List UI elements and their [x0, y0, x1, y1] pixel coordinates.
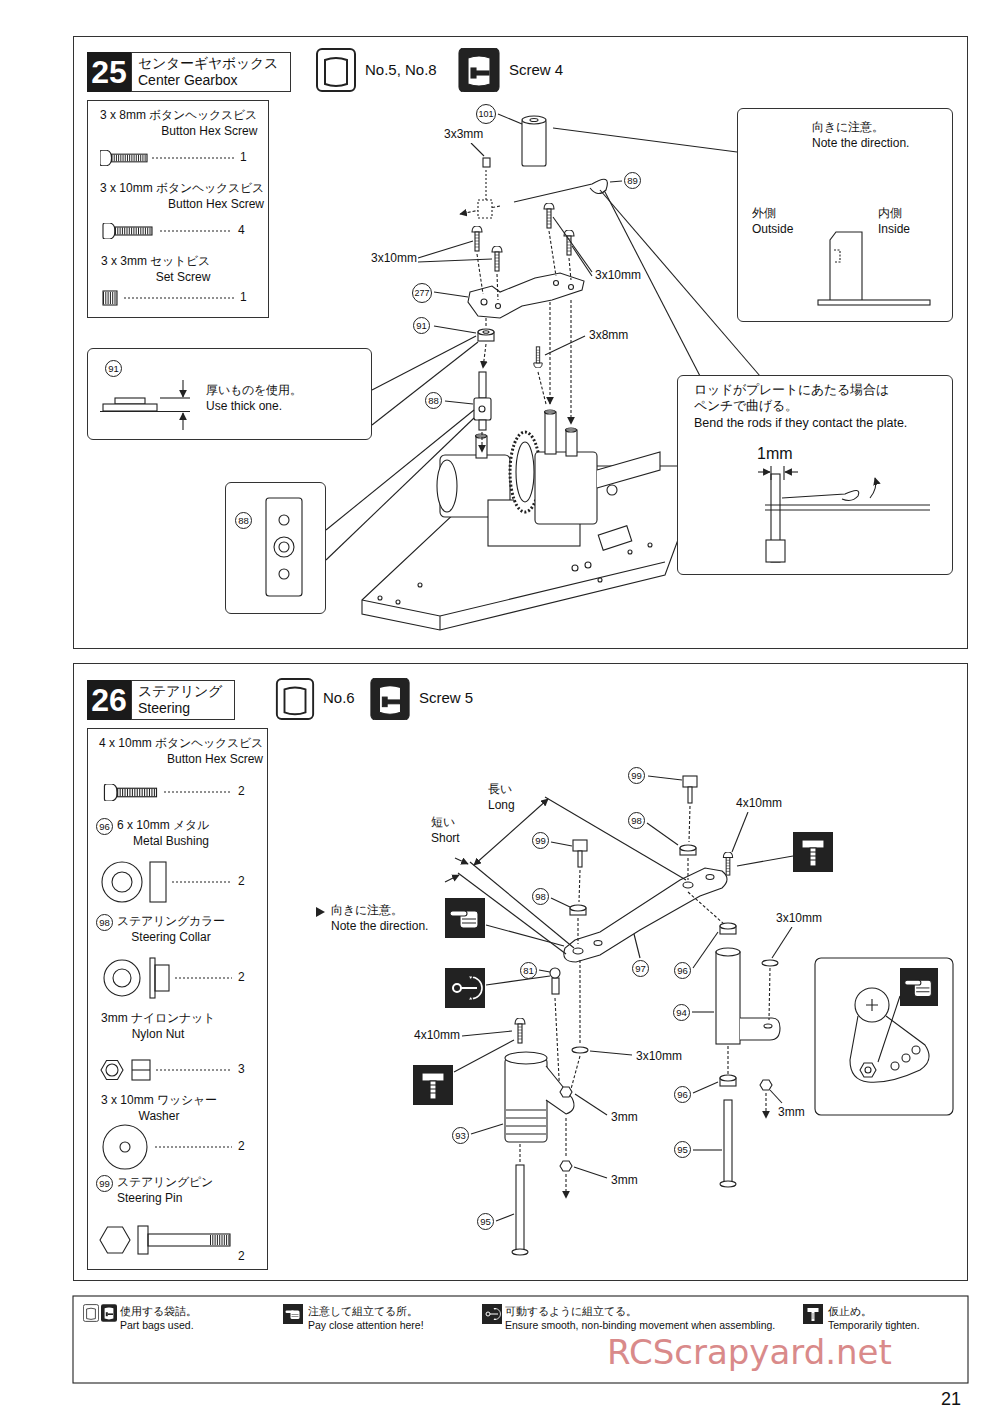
callout-number: 88: [235, 512, 252, 529]
callout-number: 96: [674, 962, 691, 979]
callout-number: 98: [96, 914, 113, 931]
legend-text: 可動するように組立てる。 Ensure smooth, non-binding …: [505, 1304, 775, 1332]
callout-number: 93: [452, 1127, 469, 1144]
note-box: ロッドがプレートにあたる場合は ペンチで曲げる。 Bend the rods i…: [677, 375, 953, 575]
step-number: 26: [87, 680, 131, 720]
quantity: 2: [238, 874, 245, 890]
callout-number: 98: [628, 812, 645, 829]
dimension: 3x10mm: [370, 251, 418, 267]
bag-number: No.5, No.8: [364, 60, 438, 80]
step-title: センターギヤボックス Center Gearbox: [131, 52, 291, 92]
callout-number: 99: [96, 1175, 113, 1192]
part-spec: 3mm ナイロンナット Nylon Nut: [101, 1011, 215, 1042]
bag-number: Screw 4: [508, 60, 564, 80]
callout-number: 96: [674, 1086, 691, 1103]
part-spec: 6 x 10mm メタル Metal Bushing: [117, 818, 209, 849]
side-label: 内側 Inside: [878, 206, 910, 237]
note-box: 向きに注意。 Note the direction. 外側 Outside 内側 I…: [737, 108, 953, 322]
note-box: 91 厚いものを使用。 Use thick one.: [87, 348, 372, 440]
callout-number: 81: [520, 962, 537, 979]
dimension: 3x3mm: [443, 127, 484, 143]
quantity: 2: [238, 1249, 245, 1265]
step-number: 25: [87, 52, 131, 92]
side-label: 外側 Outside: [752, 206, 793, 237]
callout-number: 91: [413, 317, 430, 334]
step-panel: 3 x 8mm ボタンヘックスビス Button Hex Screw 1 3 x 1…: [73, 36, 968, 649]
detail-box: 88: [225, 482, 326, 614]
part-spec: 3 x 8mm ボタンヘックスビス Button Hex Screw: [100, 108, 257, 139]
dimension: 3x10mm: [635, 1049, 683, 1065]
dimension: 4x10mm: [735, 796, 783, 812]
part-spec: 4 x 10mm ボタンヘックスビス Button Hex Screw: [99, 736, 263, 767]
parts-list-box: 4 x 10mm ボタンヘックスビス Button Hex Screw 2 966 …: [87, 728, 268, 1270]
note-text: ロッドがプレートにあたる場合は ペンチで曲げる。 Bend the rods i…: [694, 382, 907, 431]
dimension: 3mm: [777, 1105, 806, 1121]
part-spec: 3 x 3mm セットビス Set Screw: [101, 254, 210, 285]
quantity: 4: [238, 223, 245, 239]
callout-number: 99: [532, 832, 549, 849]
dimension: 3mm: [610, 1110, 639, 1126]
legend-item: 使用する袋詰。 Part bags used.: [120, 1304, 197, 1332]
dimension: 1mm: [757, 444, 793, 465]
quantity: 1: [240, 150, 247, 166]
part-spec: ステアリングカラー Steering Collar: [117, 914, 225, 945]
callout-number: 95: [477, 1213, 494, 1230]
legend-item: 仮止め。 Temporarily tighten.: [828, 1304, 920, 1332]
callout-number: 94: [673, 1004, 690, 1021]
callout-number: 98: [532, 888, 549, 905]
part-spec: 3 x 10mm ボタンヘックスビス Button Hex Screw: [100, 181, 264, 212]
dimension: 3mm: [610, 1173, 639, 1189]
bag-number: Screw 5: [418, 688, 474, 708]
callout-number: 99: [628, 767, 645, 784]
callout-number: 89: [624, 172, 641, 189]
legend-item: 可動するように組立てる。 Ensure smooth, non-binding …: [505, 1304, 775, 1332]
parts-list-box: 3 x 8mm ボタンヘックスビス Button Hex Screw 1 3 x 1…: [87, 100, 269, 318]
note-text: 厚いものを使用。 Use thick one.: [206, 383, 302, 414]
callout-number: 95: [674, 1141, 691, 1158]
quantity: 2: [238, 970, 245, 986]
callout-number: 101: [476, 104, 496, 124]
quantity: 1: [240, 290, 247, 306]
step-title: ステアリング Steering: [131, 680, 235, 720]
dimension: 4x10mm: [413, 1028, 461, 1044]
callout-number: 91: [105, 360, 122, 377]
quantity: 2: [238, 1139, 245, 1155]
dimension: 3x10mm: [775, 911, 823, 927]
callout-number: 96: [96, 818, 113, 835]
note-text: 向きに注意。 Note the direction.: [812, 120, 909, 151]
bag-number: No.6: [322, 688, 356, 708]
dimension: 長い Long: [487, 782, 516, 813]
dimension: 3x8mm: [588, 328, 629, 344]
watermark: RCScrapyard.net: [607, 1334, 892, 1371]
legend-text: 注意して組立てる所。 Pay close attention here!: [308, 1304, 424, 1332]
page-number: 21: [940, 1388, 962, 1411]
dimension: 3x10mm: [594, 268, 642, 284]
dimension: 短い Short: [430, 815, 461, 846]
part-spec: 3 x 10mm ワッシャー Washer: [101, 1093, 217, 1124]
legend-text: 使用する袋詰。 Part bags used.: [120, 1304, 197, 1332]
callout-number: 277: [412, 283, 432, 303]
callout-number: 88: [425, 392, 442, 409]
part-spec: ステアリングピン Steering Pin: [117, 1175, 213, 1206]
legend-text: 仮止め。 Temporarily tighten.: [828, 1304, 920, 1332]
note-text: 向きに注意。 Note the direction.: [330, 903, 429, 934]
legend-item: 注意して組立てる所。 Pay close attention here!: [308, 1304, 424, 1332]
quantity: 3: [238, 1062, 245, 1078]
quantity: 2: [238, 784, 245, 800]
callout-number: 97: [632, 960, 649, 977]
